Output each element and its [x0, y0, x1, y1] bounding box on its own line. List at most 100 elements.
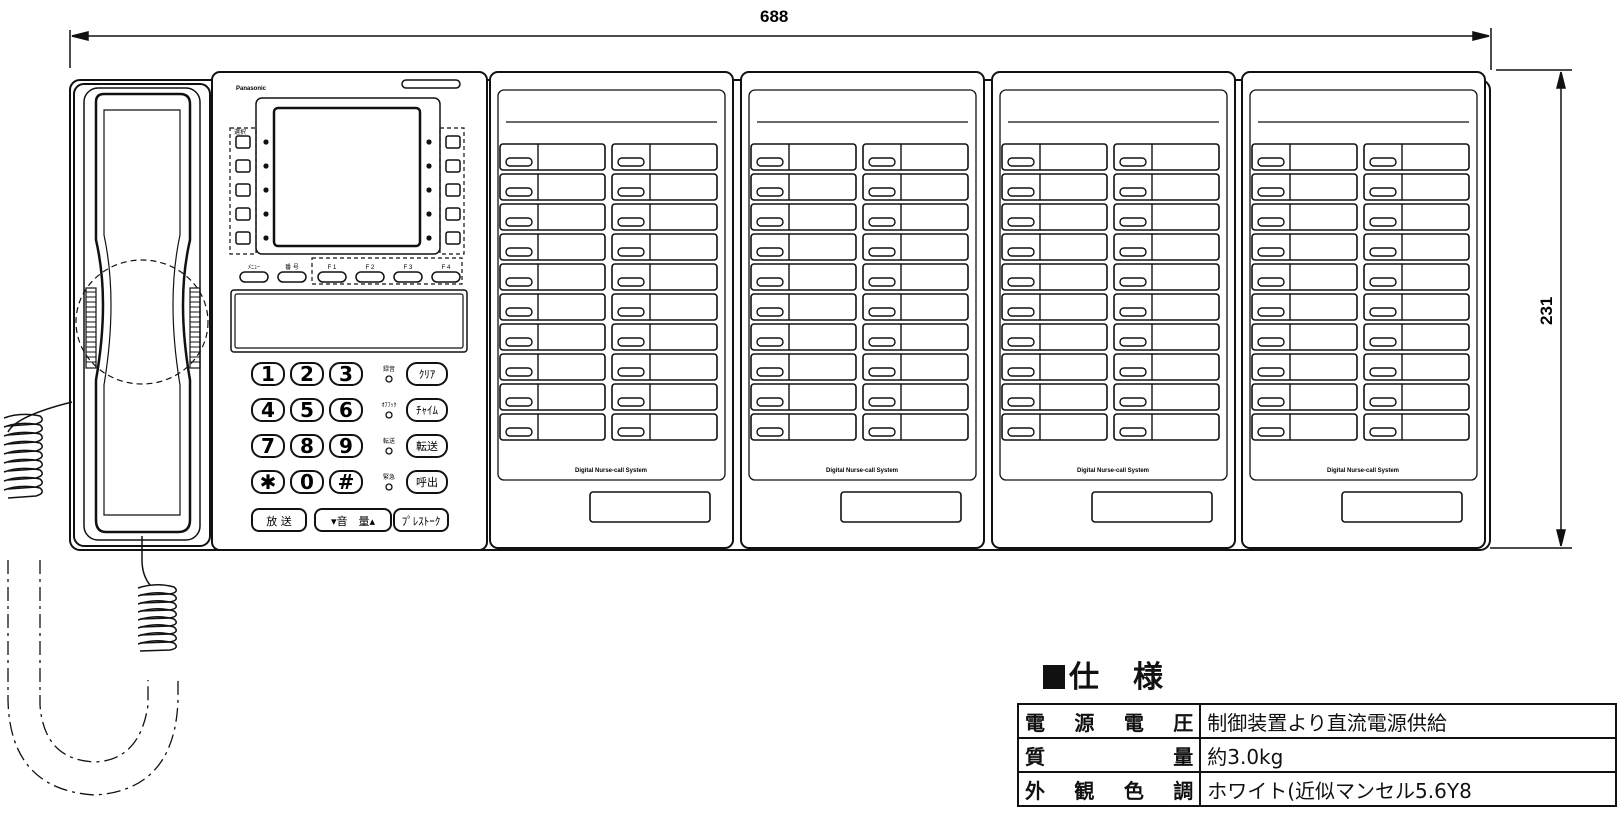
call-key[interactable] — [862, 323, 969, 351]
keypad-key[interactable] — [290, 398, 324, 422]
call-key[interactable] — [1113, 173, 1220, 201]
call-key[interactable] — [1001, 233, 1108, 261]
call-key[interactable] — [611, 143, 718, 171]
call-key[interactable] — [499, 233, 606, 261]
keypad-key[interactable] — [251, 398, 285, 422]
keypad-key[interactable] — [290, 362, 324, 386]
call-key[interactable] — [1363, 263, 1470, 291]
action-key[interactable] — [406, 398, 448, 422]
call-key[interactable] — [499, 293, 606, 321]
call-key[interactable] — [611, 383, 718, 411]
call-key[interactable] — [1113, 203, 1220, 231]
call-key[interactable] — [1001, 323, 1108, 351]
call-key[interactable] — [1363, 323, 1470, 351]
call-key[interactable] — [1113, 353, 1220, 381]
call-key[interactable] — [499, 143, 606, 171]
call-key[interactable] — [1363, 353, 1470, 381]
call-key[interactable] — [611, 293, 718, 321]
right-select-button[interactable] — [445, 207, 461, 221]
call-key[interactable] — [862, 173, 969, 201]
call-key[interactable] — [750, 263, 857, 291]
left-select-button[interactable] — [235, 183, 251, 197]
call-key[interactable] — [1251, 413, 1358, 441]
function-key[interactable] — [317, 271, 347, 283]
call-key[interactable] — [750, 413, 857, 441]
call-key[interactable] — [499, 353, 606, 381]
call-key[interactable] — [862, 413, 969, 441]
action-key[interactable] — [406, 470, 448, 494]
keypad-key[interactable] — [329, 362, 363, 386]
right-select-button[interactable] — [445, 159, 461, 173]
call-key[interactable] — [1001, 353, 1108, 381]
call-key[interactable] — [499, 413, 606, 441]
call-key[interactable] — [1001, 263, 1108, 291]
keypad-key[interactable] — [251, 470, 285, 494]
call-key[interactable] — [862, 383, 969, 411]
call-key[interactable] — [750, 173, 857, 201]
right-select-button[interactable] — [445, 135, 461, 149]
call-key[interactable] — [611, 263, 718, 291]
call-key[interactable] — [750, 383, 857, 411]
call-key[interactable] — [1363, 143, 1470, 171]
function-key[interactable] — [431, 271, 461, 283]
call-key[interactable] — [499, 383, 606, 411]
call-key[interactable] — [750, 353, 857, 381]
call-key[interactable] — [1251, 203, 1358, 231]
call-key[interactable] — [611, 173, 718, 201]
keypad-key[interactable] — [251, 434, 285, 458]
call-key[interactable] — [1113, 323, 1220, 351]
call-key[interactable] — [611, 413, 718, 441]
call-key[interactable] — [862, 233, 969, 261]
call-key[interactable] — [862, 263, 969, 291]
left-select-button[interactable] — [235, 135, 251, 149]
function-key[interactable] — [355, 271, 385, 283]
keypad-key[interactable] — [290, 470, 324, 494]
call-key[interactable] — [862, 353, 969, 381]
call-key[interactable] — [611, 353, 718, 381]
call-key[interactable] — [1363, 383, 1470, 411]
call-key[interactable] — [750, 203, 857, 231]
action-key[interactable] — [406, 362, 448, 386]
keypad-key[interactable] — [329, 398, 363, 422]
function-key[interactable] — [393, 271, 423, 283]
call-key[interactable] — [750, 323, 857, 351]
call-key[interactable] — [1251, 173, 1358, 201]
bottom-key[interactable] — [393, 508, 449, 532]
call-key[interactable] — [750, 293, 857, 321]
call-key[interactable] — [1001, 383, 1108, 411]
function-key[interactable] — [277, 271, 307, 283]
call-key[interactable] — [750, 143, 857, 171]
call-key[interactable] — [1251, 143, 1358, 171]
call-key[interactable] — [1251, 263, 1358, 291]
call-key[interactable] — [1363, 233, 1470, 261]
call-key[interactable] — [1001, 413, 1108, 441]
left-select-button[interactable] — [235, 207, 251, 221]
call-key[interactable] — [499, 203, 606, 231]
call-key[interactable] — [1251, 293, 1358, 321]
function-key[interactable] — [239, 271, 269, 283]
call-key[interactable] — [1251, 383, 1358, 411]
call-key[interactable] — [1113, 233, 1220, 261]
call-key[interactable] — [1113, 383, 1220, 411]
action-key[interactable] — [406, 434, 448, 458]
call-key[interactable] — [1001, 293, 1108, 321]
call-key[interactable] — [611, 203, 718, 231]
call-key[interactable] — [1363, 173, 1470, 201]
call-key[interactable] — [1113, 143, 1220, 171]
call-key[interactable] — [1251, 323, 1358, 351]
call-key[interactable] — [1251, 353, 1358, 381]
call-key[interactable] — [499, 323, 606, 351]
call-key[interactable] — [862, 143, 969, 171]
keypad-key[interactable] — [329, 434, 363, 458]
call-key[interactable] — [1001, 173, 1108, 201]
call-key[interactable] — [1113, 413, 1220, 441]
call-key[interactable] — [1251, 233, 1358, 261]
call-key[interactable] — [1113, 293, 1220, 321]
keypad-key[interactable] — [290, 434, 324, 458]
bottom-key[interactable] — [251, 508, 307, 532]
keypad-key[interactable] — [251, 362, 285, 386]
call-key[interactable] — [499, 173, 606, 201]
call-key[interactable] — [750, 233, 857, 261]
bottom-key[interactable] — [314, 508, 392, 532]
left-select-button[interactable] — [235, 231, 251, 245]
